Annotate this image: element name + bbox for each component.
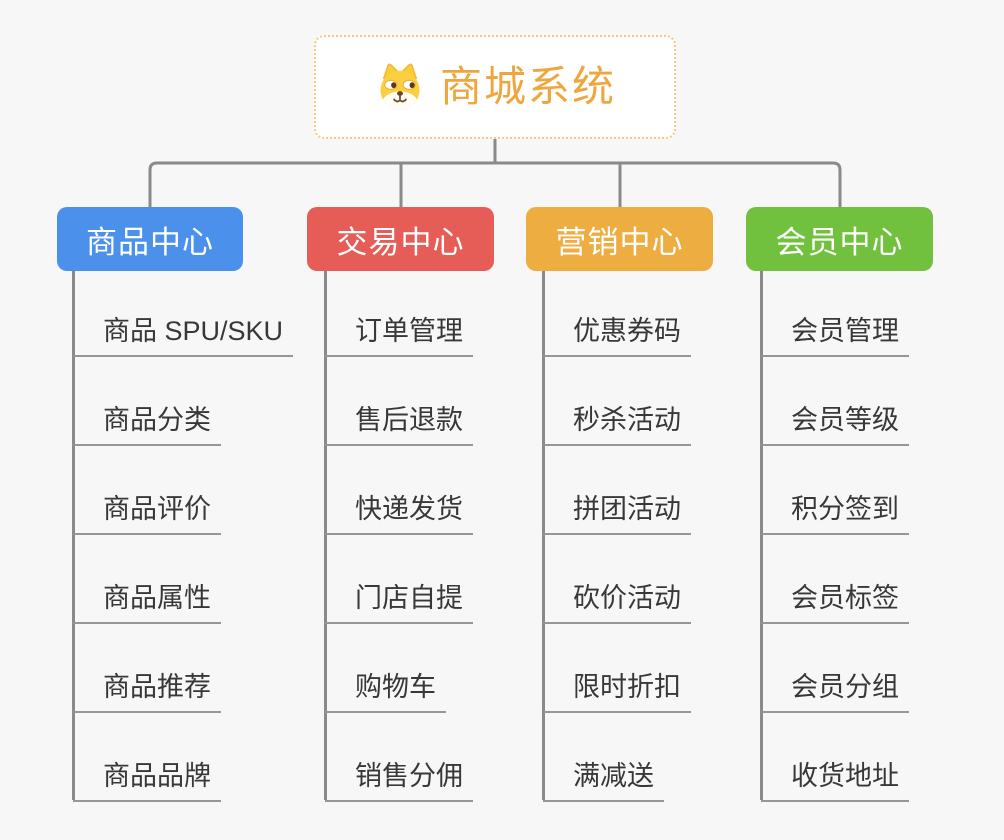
leaf-item[interactable]: 商品评价	[73, 489, 221, 535]
branch-trade-center[interactable]: 交易中心	[307, 207, 494, 271]
root-topic-title: 商城系统	[439, 63, 616, 110]
leaf-item[interactable]: 积分签到	[761, 489, 909, 535]
branch-label: 交易中心	[336, 224, 465, 260]
branch-label: 营销中心	[555, 224, 684, 260]
leaf-item[interactable]: 会员等级	[761, 400, 909, 446]
leaf-item[interactable]: 销售分佣	[325, 756, 473, 802]
leaf-item[interactable]: 优惠券码	[543, 311, 691, 357]
dog-face-icon	[380, 63, 420, 110]
leaf-item[interactable]: 购物车	[325, 667, 446, 713]
branch-marketing-center[interactable]: 营销中心	[526, 207, 713, 271]
leaf-item[interactable]: 收货地址	[761, 756, 909, 802]
leaf-item[interactable]: 订单管理	[325, 311, 473, 357]
leaf-item[interactable]: 会员分组	[761, 667, 909, 713]
leaf-item[interactable]: 满减送	[543, 756, 664, 802]
leaf-item[interactable]: 商品 SPU/SKU	[73, 311, 294, 357]
branch-member-center[interactable]: 会员中心	[746, 207, 933, 271]
leaf-item[interactable]: 快递发货	[325, 489, 473, 535]
branch-label: 商品中心	[86, 224, 214, 260]
leaf-item[interactable]: 砍价活动	[543, 578, 691, 624]
branch-label: 会员中心	[775, 224, 904, 260]
leaf-item[interactable]: 门店自提	[325, 578, 473, 624]
root-to-branches-connector	[148, 139, 842, 207]
leaf-item[interactable]: 商品推荐	[73, 667, 221, 713]
leaf-item[interactable]: 拼团活动	[543, 489, 691, 535]
leaf-item[interactable]: 会员管理	[761, 311, 909, 357]
branch-goods-center[interactable]: 商品中心	[57, 207, 243, 271]
leaf-item[interactable]: 会员标签	[761, 578, 909, 624]
leaf-item[interactable]: 秒杀活动	[543, 400, 691, 446]
column-trunk-line	[323, 271, 327, 800]
leaf-item[interactable]: 售后退款	[325, 400, 473, 446]
column-trunk-line	[759, 271, 763, 800]
leaf-item[interactable]: 商品品牌	[73, 756, 221, 802]
leaf-item[interactable]: 商品分类	[73, 400, 221, 446]
leaf-item[interactable]: 商品属性	[73, 578, 221, 624]
root-topic-node[interactable]: 商城系统	[314, 35, 676, 139]
column-trunk-line	[541, 271, 545, 800]
column-trunk-line	[71, 271, 75, 800]
leaf-item[interactable]: 限时折扣	[543, 667, 691, 713]
